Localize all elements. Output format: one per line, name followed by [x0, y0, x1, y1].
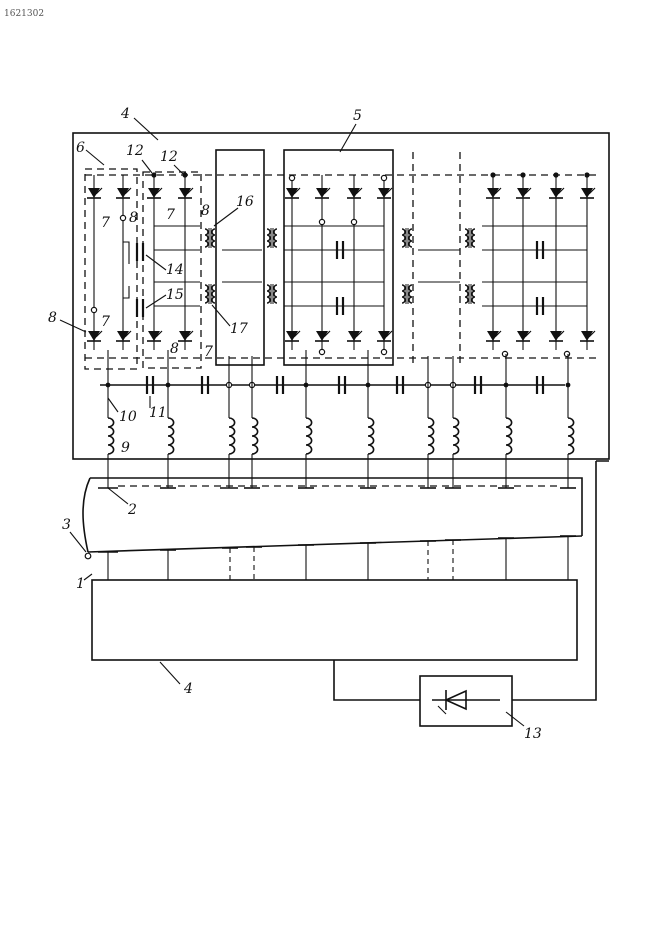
- transformer-upper-b: [267, 228, 277, 248]
- transformer-upper-c: [402, 228, 412, 248]
- label-7a: 7: [101, 215, 110, 231]
- product-strip-2: [83, 478, 582, 552]
- label-5: 5: [353, 108, 362, 124]
- label-14: 14: [166, 262, 184, 278]
- feedback-wire-left: [334, 660, 420, 700]
- label-11: 11: [149, 405, 167, 421]
- bridge-connections: [154, 226, 587, 306]
- label-7c: 7: [101, 314, 110, 330]
- label-15: 15: [166, 287, 184, 303]
- thyristor-row-top: [87, 188, 595, 198]
- label-1: 1: [76, 576, 85, 592]
- label-4-bottom: 4: [183, 681, 193, 697]
- label-7b: 7: [166, 207, 175, 223]
- label-3: 3: [62, 517, 71, 533]
- label-7d: 7: [204, 344, 213, 360]
- label-16: 16: [236, 194, 254, 210]
- label-13: 13: [524, 726, 542, 742]
- transformers: [205, 228, 475, 304]
- label-8c: 8: [48, 310, 57, 326]
- module-5: [284, 150, 393, 365]
- module-6-link: [123, 242, 129, 298]
- control-unit-13-symbol: [432, 690, 500, 714]
- transformer-lower-d: [465, 284, 475, 304]
- capacitor-15: [137, 299, 143, 317]
- inductor-leads: [108, 385, 568, 488]
- label-2: 2: [127, 502, 137, 518]
- capacitor-14: [137, 243, 143, 261]
- label-8a: 8: [129, 210, 138, 226]
- product-node-3: [85, 553, 91, 559]
- lower-electrode-posts: [108, 536, 568, 580]
- inductors-9: [108, 418, 574, 454]
- transformer-lower-c: [402, 284, 412, 304]
- label-12b: 12: [160, 149, 178, 165]
- label-17: 17: [230, 321, 248, 337]
- label-8b: 8: [201, 203, 210, 219]
- label-6: 6: [76, 140, 85, 156]
- label-9: 9: [121, 440, 130, 456]
- label-12a: 12: [126, 143, 144, 159]
- transformer-upper-d: [465, 228, 475, 248]
- transformer-16-upper: [205, 228, 215, 248]
- transformer-lower-b: [267, 284, 277, 304]
- label-8d: 8: [170, 341, 179, 357]
- doc-number: 1621302: [4, 9, 44, 19]
- thyristor-row-bottom: [87, 331, 595, 341]
- label-10: 10: [119, 409, 137, 425]
- transformer-17-lower: [205, 284, 215, 304]
- lower-block-4: [92, 580, 577, 660]
- reference-labels: 4 5 6 12 12 7 8 7 8 16 14 15 17 8 7 8 7 …: [48, 106, 542, 742]
- label-4-top: 4: [120, 106, 130, 122]
